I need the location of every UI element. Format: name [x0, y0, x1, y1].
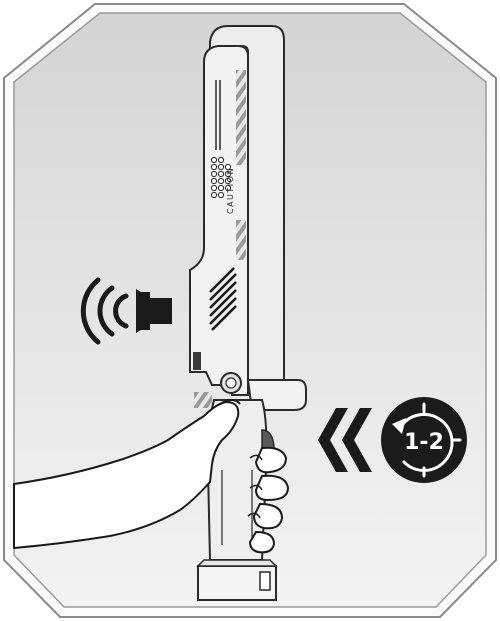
timer-badge: 1-2 [381, 397, 467, 483]
brand-mark [193, 352, 201, 370]
caution-stripe [194, 392, 212, 408]
caution-stripe [236, 70, 246, 165]
caution-stripe [236, 220, 246, 260]
timer-badge-text: 1-2 [404, 430, 444, 455]
caution-label: CAUTION [226, 167, 235, 214]
